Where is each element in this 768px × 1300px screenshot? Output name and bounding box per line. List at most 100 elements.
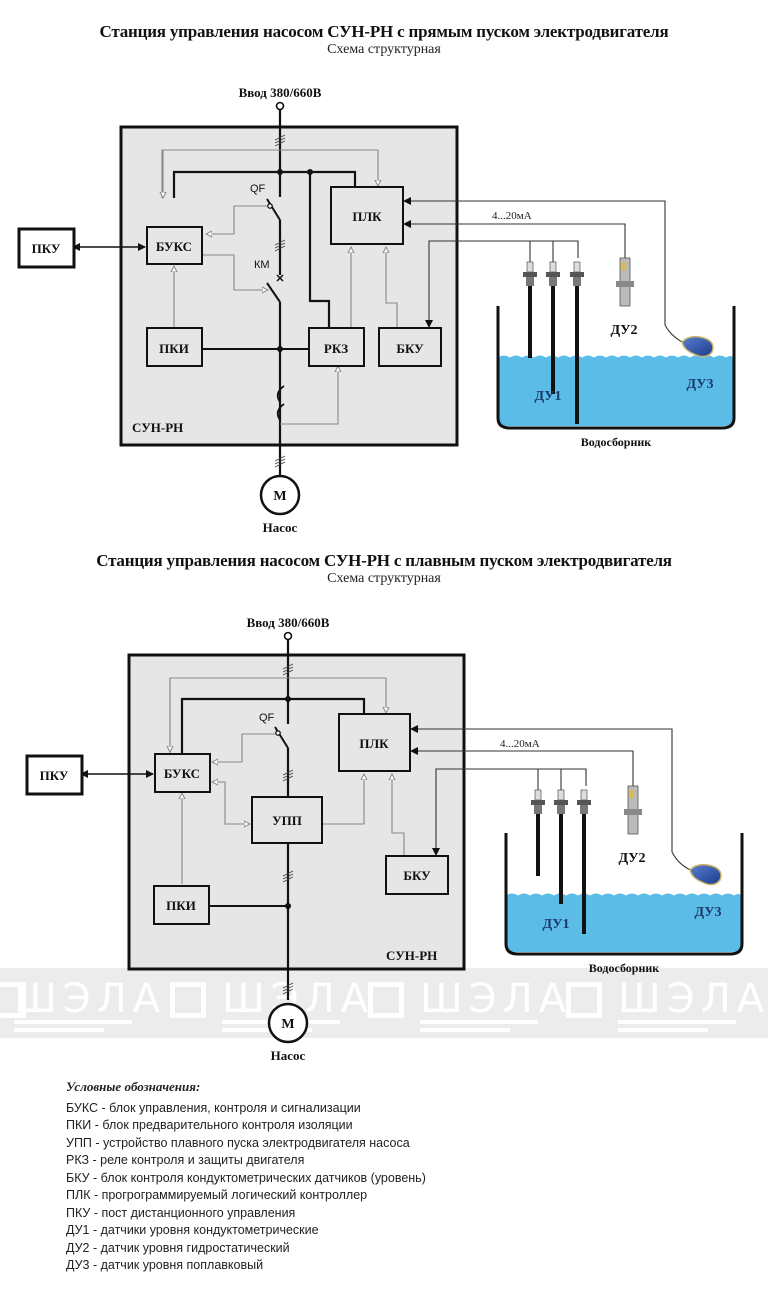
watermark-line [14,1028,104,1032]
block-pku-label: ПКУ [32,241,61,256]
cabinet-label: СУН-РН [132,420,183,435]
watermark-logo-icon [0,982,26,1018]
block-pki-label: ПКИ [166,898,196,913]
block-plk-label: ПЛК [352,209,382,224]
three-phase-mark-icon [282,663,294,676]
block-bku: БКУ [385,855,449,895]
motor-label: М [281,1017,294,1032]
rkz-supply-line [308,172,331,328]
block-rkz: РКЗ [308,327,365,367]
block-buks: БУКС [154,753,211,793]
junction-dot [285,903,291,909]
watermark-line [618,1028,708,1032]
watermark-line [14,1020,132,1024]
block-upp: УПП [251,796,323,844]
du1-electrodes-icon [531,789,591,934]
input-label: Ввод 380/660В [247,615,330,630]
du2-sensor-icon [624,785,642,835]
block-buks-label: БУКС [156,239,192,254]
qf-latch-icon [275,730,281,736]
motor-icon [259,474,301,516]
du1-label: ДУ1 [534,389,561,404]
legend-item: ДУ1 - датчики уровня кондуктометрические [66,1223,319,1237]
three-phase-mark-icon [282,870,294,883]
block-plk-label: ПЛК [359,736,389,751]
qf-switch [266,198,281,221]
junction-dot [277,169,283,175]
watermark-text: ШЭЛА [14,976,167,1022]
pump-label: Насос [271,1048,306,1063]
diagram2: Ввод 380/660В СУН-РН QF М Насос [25,615,744,1063]
diagram2-title: Станция управления насосом СУН-РН с плав… [96,551,672,570]
watermark-line [618,1020,736,1024]
du1-label: ДУ1 [542,917,569,932]
block-pku-label: ПКУ [40,768,69,783]
signal-lines [170,677,405,884]
watermark-line [222,1028,312,1032]
three-phase-mark-icon [282,769,294,782]
water [498,357,734,426]
watermark-line [420,1028,510,1032]
km-switch [266,282,281,303]
du3-float-icon [681,335,714,358]
diagram2-subtitle: Схема структурная [327,571,441,586]
du3-float-icon [689,863,722,886]
watermark-logo-icon [170,982,206,1018]
tank-wall [504,833,744,956]
input-label: Ввод 380/660В [239,85,322,100]
legend-heading: Условные обозначения: [66,1079,201,1094]
block-buks: БУКС [146,226,203,265]
tank-label: Водосборник [589,961,660,975]
block-bku-label: БКУ [396,341,424,356]
legend: Условные обозначения: БУКС - блок управл… [66,1078,426,1275]
legend-item: ПКИ - блок предварительного контроля изо… [66,1118,353,1132]
du3-label: ДУ3 [686,377,713,392]
junction-dot [277,346,283,352]
legend-item: БУКС - блок управления, контроля и сигна… [66,1100,361,1115]
du2-label: ДУ2 [618,851,645,866]
du2-label: ДУ2 [610,323,637,338]
block-buks-label: БУКС [164,766,200,781]
cabinet [119,125,459,447]
input-terminal-icon [283,631,293,641]
km-label: КМ [254,259,270,271]
block-pki-label: ПКИ [159,341,189,356]
legend-item: РКЗ - реле контроля и защиты двигателя [66,1153,305,1167]
diagram1-subtitle: Схема структурная [327,42,441,57]
legend-item: ДУ2 - датчик уровня гидростатический [66,1240,290,1255]
watermark-logo-icon [368,982,404,1018]
block-upp-label: УПП [272,813,302,828]
cabinet-label: СУН-РН [386,948,437,963]
input-terminal-icon [275,101,285,111]
block-rkz-label: РКЗ [324,341,348,356]
signal-label: 4...20мА [500,738,540,750]
three-phase-mark-icon [274,134,286,147]
qf-label: QF [250,183,266,195]
legend-item: БКУ - блок контроля кондуктометрических … [66,1170,426,1185]
block-plk: ПЛК [330,186,404,245]
watermark-line [420,1020,538,1024]
sensor-lines [410,725,696,873]
junction-dot [285,696,291,702]
legend-item: ПЛК - прогрограммируемый логический конт… [66,1188,368,1202]
km-contact-icon [276,274,284,282]
three-phase-mark-icon [282,982,294,995]
supply-bus [180,697,366,754]
qf-latch-icon [267,203,273,209]
block-pki: ПКИ [146,327,203,367]
watermark-text: ШЭЛА [618,976,768,1022]
qf-label: QF [259,712,275,724]
three-phase-mark-icon [274,239,286,252]
block-pku: ПКУ [17,227,76,269]
supply-bus [172,170,357,198]
water [506,895,742,952]
du3-label: ДУ3 [694,905,721,920]
legend-item: ПКУ - пост дистанционного управления [66,1205,296,1220]
diagram1-title: Станция управления насосом СУН-РН с прям… [99,22,669,41]
legend-item: УПП - устройство плавного пуска электрод… [66,1135,410,1150]
motor-label: М [273,489,286,504]
pump-label: Насос [263,520,298,535]
block-pku: ПКУ [25,754,84,796]
block-plk: ПЛК [338,713,411,772]
du1-electrodes-icon [523,261,584,424]
